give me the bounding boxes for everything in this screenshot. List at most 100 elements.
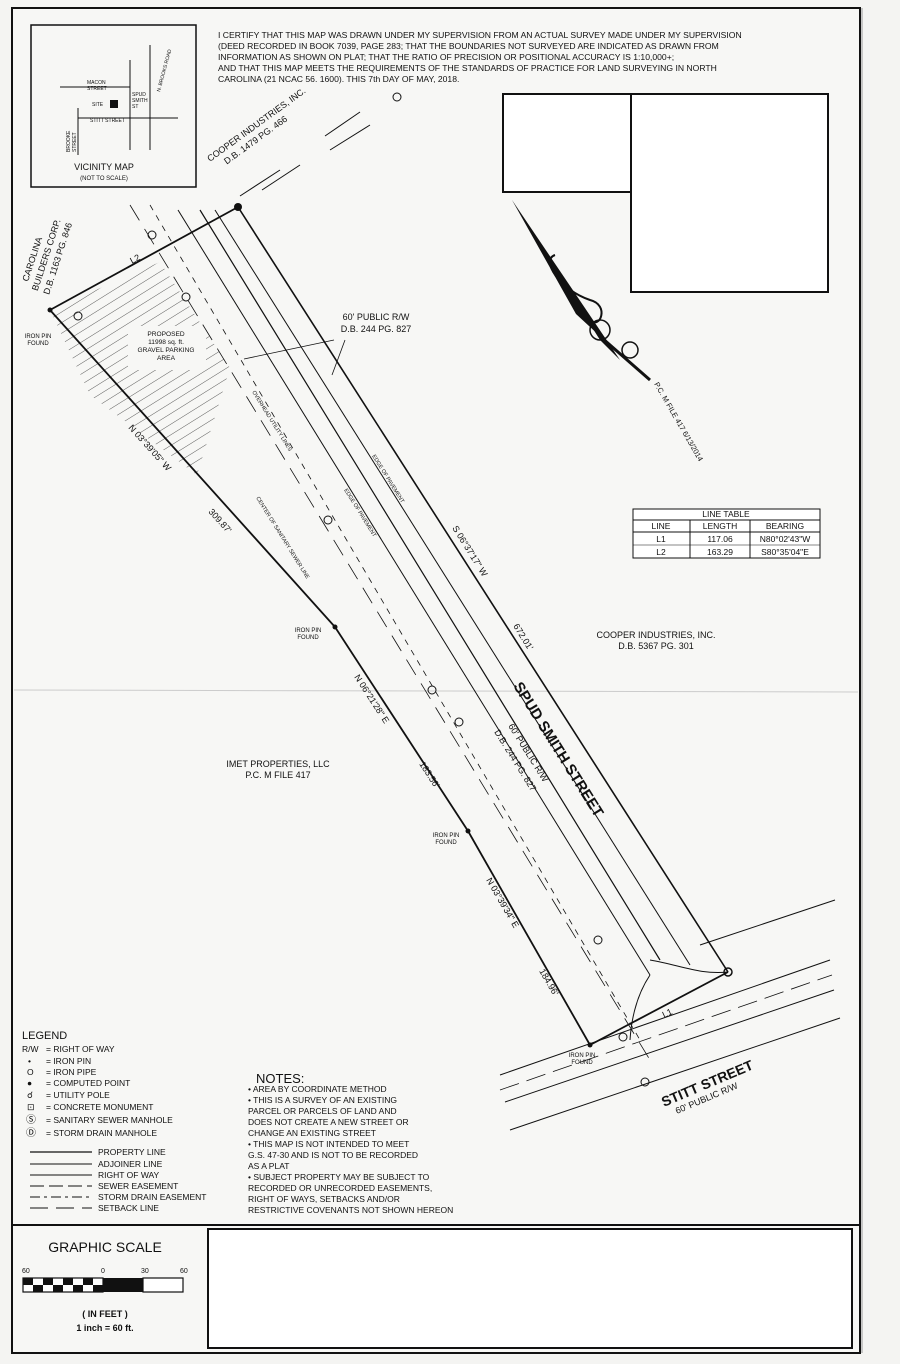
svg-text:163.29: 163.29 — [707, 547, 733, 557]
utility-pole-icon — [73, 311, 83, 321]
certification-block: I CERTIFY THAT THIS MAP WAS DRAWN UNDER … — [218, 30, 742, 84]
svg-text:ADJOINER LINE: ADJOINER LINE — [98, 1159, 163, 1169]
svg-text:= IRON PIN: = IRON PIN — [46, 1056, 91, 1066]
svg-text:STORM DRAIN EASEMENT: STORM DRAIN EASEMENT — [98, 1192, 206, 1202]
svg-text:NOTES:: NOTES: — [256, 1071, 304, 1086]
svg-text:Ⓢ: Ⓢ — [26, 1114, 36, 1126]
svg-text:LINE: LINE — [652, 521, 671, 531]
svg-text:RIGHT OF WAYS, SETBACKS AND/OR: RIGHT OF WAYS, SETBACKS AND/OR — [248, 1194, 400, 1204]
owner-imet: IMET PROPERTIES, LLC — [226, 759, 330, 769]
parking-label: PROPOSED 11998 sq. ft. GRAVEL PARKING AR… — [137, 331, 194, 362]
redaction-box-bottom — [207, 1228, 853, 1349]
line-table: LINE TABLE LINE LENGTH BEARING L1 117.06… — [632, 508, 821, 559]
svg-text:11998 sq. ft.: 11998 sq. ft. — [148, 339, 184, 346]
svg-text:•: • — [28, 1056, 31, 1066]
vicinity-title: VICINITY MAP — [74, 162, 134, 172]
svg-text:O: O — [27, 1067, 34, 1077]
svg-text:I CERTIFY THAT THIS MAP WAS DR: I CERTIFY THAT THIS MAP WAS DRAWN UNDER … — [218, 30, 742, 40]
svg-text:BEARING: BEARING — [766, 521, 804, 531]
svg-text:STITT STREET: STITT STREET — [90, 118, 125, 124]
svg-text:= CONCRETE MONUMENT: = CONCRETE MONUMENT — [46, 1102, 153, 1112]
iron-pin-found-label: IRON PIN — [569, 1053, 596, 1059]
svg-text:RIGHT OF WAY: RIGHT OF WAY — [98, 1170, 160, 1180]
svg-text:FOUND: FOUND — [435, 840, 457, 846]
utility-pole-icon — [454, 717, 464, 727]
svg-text:= STORM DRAIN MANHOLE: = STORM DRAIN MANHOLE — [46, 1128, 157, 1138]
svg-text:RECORDED OR UNRECORDED EASEMEN: RECORDED OR UNRECORDED EASEMENTS, — [248, 1183, 432, 1193]
iron-pin — [47, 307, 53, 313]
svg-text:AREA: AREA — [157, 355, 176, 362]
svg-text:(NOT TO SCALE): (NOT TO SCALE) — [80, 176, 128, 182]
north-arrow — [512, 200, 651, 382]
iron-pin-found-label: IRON PIN — [295, 628, 322, 634]
svg-text:CHANGE AN EXISTING STREET: CHANGE AN EXISTING STREET — [248, 1128, 376, 1138]
svg-text:S80°35'04"E: S80°35'04"E — [761, 547, 809, 557]
svg-text:N80°02'43"W: N80°02'43"W — [760, 534, 811, 544]
svg-text:ST: ST — [132, 104, 138, 110]
svg-text:☌: ☌ — [27, 1090, 33, 1100]
svg-text:AS A PLAT: AS A PLAT — [248, 1161, 289, 1171]
svg-text:• AREA BY COORDINATE METHOD: • AREA BY COORDINATE METHOD — [248, 1084, 387, 1094]
iron-pin-found-label: IRON PIN — [25, 334, 52, 340]
legend: LEGEND R/W = RIGHT OF WAY • = IRON PIN O… — [22, 1030, 206, 1213]
iron-pin — [587, 1042, 593, 1048]
svg-text:0: 0 — [101, 1268, 105, 1275]
svg-text:STREET: STREET — [87, 86, 107, 92]
svg-text:CAROLINA (21 NCAC 56. 1600). T: CAROLINA (21 NCAC 56. 1600). THIS 7th DA… — [218, 74, 459, 84]
svg-text:= SANITARY SEWER MANHOLE: = SANITARY SEWER MANHOLE — [46, 1115, 173, 1125]
svg-text:(DEED RECORDED IN BOOK 7039, P: (DEED RECORDED IN BOOK 7039, PAGE 283; T… — [218, 41, 719, 51]
svg-text:STREET: STREET — [72, 132, 78, 152]
svg-text:LINE TABLE: LINE TABLE — [702, 509, 750, 519]
graphic-scale-title: GRAPHIC SCALE — [48, 1239, 162, 1255]
svg-text:RESTRICTIVE COVENANTS NOT SHOW: RESTRICTIVE COVENANTS NOT SHOWN HEREON — [248, 1205, 453, 1215]
svg-text:FOUND: FOUND — [297, 635, 319, 641]
svg-text:= UTILITY POLE: = UTILITY POLE — [46, 1090, 110, 1100]
svg-text:PROPERTY LINE: PROPERTY LINE — [98, 1147, 166, 1157]
svg-text:SETBACK LINE: SETBACK LINE — [98, 1203, 159, 1213]
svg-text:FOUND: FOUND — [571, 1060, 593, 1066]
svg-text:( IN FEET ): ( IN FEET ) — [82, 1309, 128, 1319]
svg-text:L2: L2 — [656, 547, 666, 557]
svg-text:⊡: ⊡ — [27, 1102, 35, 1112]
utility-pole-icon — [618, 1032, 628, 1042]
stitt-street — [499, 899, 841, 1131]
svg-text:R/W: R/W — [22, 1044, 39, 1054]
utility-pole-icon — [323, 515, 333, 525]
svg-text:• THIS IS A SURVEY OF AN EXIST: • THIS IS A SURVEY OF AN EXISTING — [248, 1095, 397, 1105]
iron-pin — [465, 828, 471, 834]
svg-text:G.S. 47-30 AND IS NOT TO BE RE: G.S. 47-30 AND IS NOT TO BE RECORDED — [248, 1150, 418, 1160]
utility-pole-icon — [427, 685, 437, 695]
svg-text:MACON: MACON — [87, 80, 106, 86]
svg-text:SITE: SITE — [92, 102, 104, 108]
title-block: GRAPHIC SCALE 60 0 30 60 ( IN FEET ) 1 i… — [12, 1224, 860, 1349]
svg-text:SPUD: SPUD — [132, 92, 146, 98]
svg-text:LENGTH: LENGTH — [703, 521, 737, 531]
computed-point — [234, 203, 242, 211]
utility-pole-icon — [147, 230, 157, 240]
svg-text:60: 60 — [22, 1268, 30, 1275]
svg-text:30: 30 — [141, 1268, 149, 1275]
property-boundary — [49, 206, 729, 1046]
iron-pin — [332, 624, 338, 630]
svg-text:• THIS MAP IS NOT INTENDED TO: • THIS MAP IS NOT INTENDED TO MEET — [248, 1139, 409, 1149]
svg-text:GRAVEL PARKING: GRAVEL PARKING — [137, 347, 194, 354]
iron-pin-found-label: IRON PIN — [433, 833, 460, 839]
svg-text:= IRON PIPE: = IRON PIPE — [46, 1067, 97, 1077]
svg-text:SEWER EASEMENT: SEWER EASEMENT — [98, 1181, 178, 1191]
owner-cooper-east: COOPER INDUSTRIES, INC. — [596, 630, 715, 640]
svg-text:L1: L1 — [656, 534, 666, 544]
svg-text:• SUBJECT PROPERTY MAY BE SUBJ: • SUBJECT PROPERTY MAY BE SUBJECT TO — [248, 1172, 430, 1182]
line-label-l1: L1 — [661, 1007, 674, 1020]
svg-text:117.06: 117.06 — [707, 534, 733, 544]
svg-text:60: 60 — [180, 1268, 188, 1275]
utility-pole-icon — [593, 935, 603, 945]
svg-text:Ⓓ: Ⓓ — [26, 1127, 36, 1139]
svg-text:FOUND: FOUND — [27, 341, 49, 347]
svg-text:1 inch = 60 ft.: 1 inch = 60 ft. — [76, 1323, 133, 1333]
redaction-box-right — [630, 93, 829, 293]
svg-text:= RIGHT OF WAY: = RIGHT OF WAY — [46, 1044, 115, 1054]
svg-text:●: ● — [27, 1078, 32, 1088]
utility-pole-icon — [181, 292, 191, 302]
